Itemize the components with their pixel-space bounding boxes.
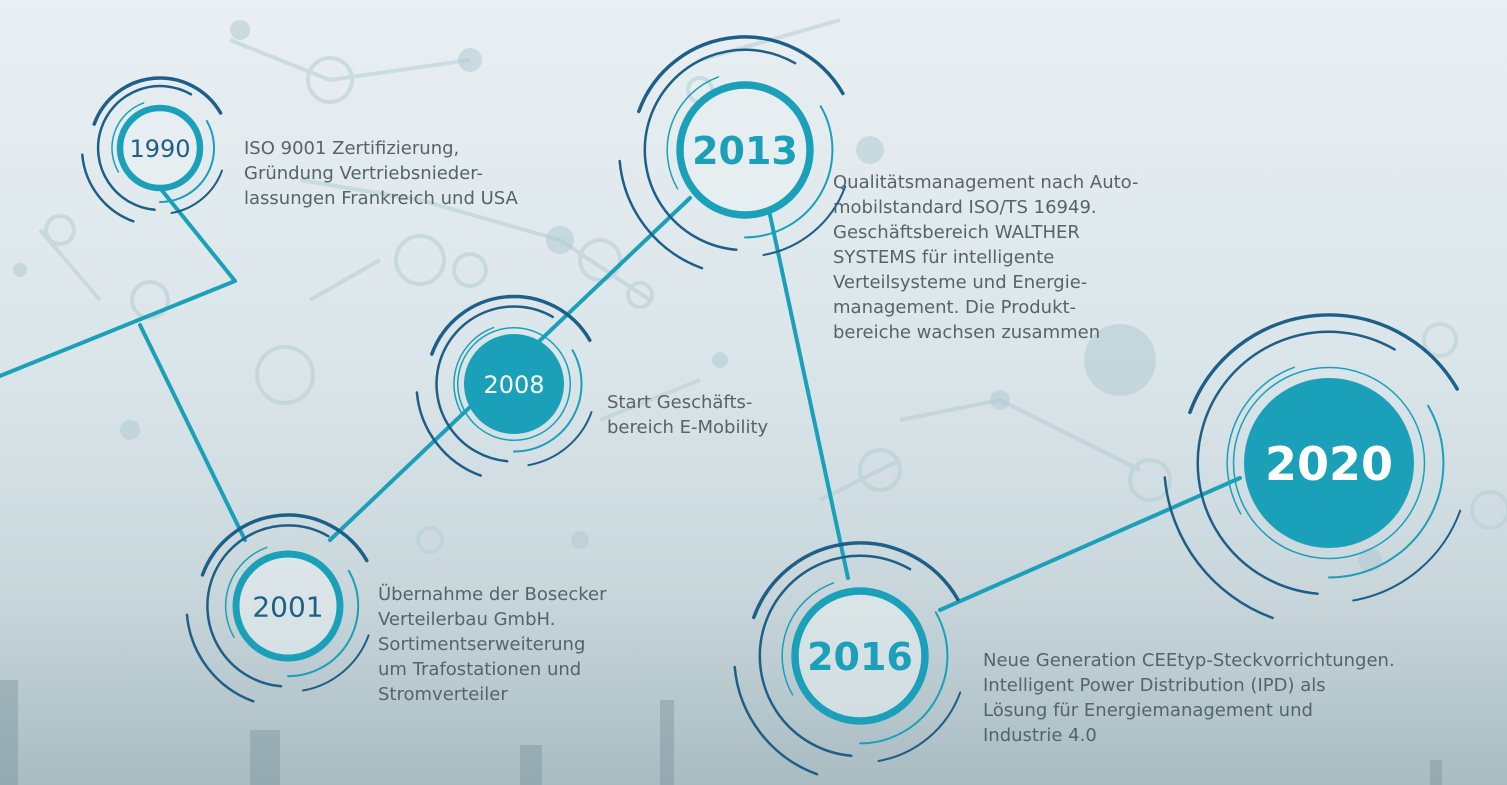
ring-arc-1990-1 [92,76,223,126]
year-circle-2013 [676,81,814,219]
ring-arc-2016-0 [758,554,912,758]
year-label-2013: 2013 [692,129,798,173]
milestone-node-1990: 1990 [81,76,223,223]
ring-arc-2008-3 [513,349,583,453]
ring-arc-2016-3 [859,611,949,745]
ring-arc-2008-5 [453,326,495,415]
year-label-1990: 1990 [129,135,190,163]
ring-arc-2008-0 [435,305,555,463]
year-circle-2001 [232,550,344,662]
ring-arc-2001-0 [206,524,330,688]
year-circle-2008 [464,334,564,434]
ring-arc-2016-2 [733,665,819,776]
connector-line-5 [938,476,1242,612]
factory-silhouette [0,680,1442,785]
milestone-node-2008: 2008 [415,294,593,477]
ring-arc-2013-3 [744,105,834,239]
molecule-background [38,18,1507,554]
connector-line-4 [768,213,850,580]
year-circle-2016 [791,587,929,725]
milestone-node-2020: 2020 [1163,313,1462,620]
ring-arc-2016-1 [752,541,960,620]
ring-arc-2016-4 [877,691,962,762]
connector-line-2 [158,186,237,283]
ring-arc-2013-5 [666,76,720,190]
ring-arc-2001-4 [301,634,370,692]
milestone-2008-text: Start Geschäfts- bereich E-Mobility [607,392,769,438]
year-label-2001: 2001 [252,591,323,624]
year-label-2020: 2020 [1265,437,1393,491]
ring-arc-2001-2 [185,613,255,703]
ring-arc-2001-5 [224,546,268,638]
milestone-node-2016: 2016 [733,541,962,776]
ring-arc-2016-5 [781,582,835,696]
ring-arc-2020-3 [1328,404,1445,579]
ring-arc-1990-5 [111,102,145,173]
milestone-2016-text: Neue Generation CEEtyp-Steckvorrichtunge… [983,650,1395,746]
ring-arc-2020-4 [1352,509,1462,602]
molecule-dots [13,20,1382,572]
ring-arc-2008-4 [527,411,593,467]
ring-arc-2020-1 [1188,313,1459,415]
year-circle-1990 [116,104,204,192]
ring-arc-1990-2 [81,153,135,223]
ring-arc-2013-1 [637,35,845,114]
ring-arc-2001-1 [200,513,369,577]
ring-arc-2013-2 [618,159,704,270]
ring-arc-1990-4 [170,169,223,214]
milestone-node-2001: 2001 [185,513,370,703]
year-circle-2020 [1244,378,1414,548]
ring-arc-2001-3 [287,569,360,678]
milestone-node-2013: 2013 [618,35,847,270]
ring-arc-2013-0 [643,48,797,252]
connector-line-1 [138,323,247,542]
ring-arc-2020-5 [1226,366,1295,515]
milestone-1990-text: ISO 9001 Zertifizierung, Gründung Vertri… [244,138,518,209]
ring-arc-1990-3 [159,120,216,203]
year-label-2016: 2016 [807,635,913,679]
timeline-nodes: 1990 2001 2008 2013 2016 2020 [81,35,1462,776]
year-circle-halo-2008 [457,327,571,441]
milestone-2013-text: Qualitätsmanagement nach Auto- mobilstan… [833,172,1139,343]
ring-arc-2008-1 [430,294,592,356]
ring-arc-2020-0 [1196,330,1396,595]
year-circle-halo-2020 [1232,366,1426,560]
connector-line-0 [0,279,237,379]
ring-arc-2008-2 [415,391,482,477]
milestone-2001-text: Übernahme der Bosecker Verteilerbau GmbH… [378,584,607,705]
ring-arc-1990-0 [96,84,193,212]
year-label-2008: 2008 [483,371,544,399]
ring-arc-2020-2 [1163,476,1274,620]
ring-arc-2013-4 [762,185,847,256]
